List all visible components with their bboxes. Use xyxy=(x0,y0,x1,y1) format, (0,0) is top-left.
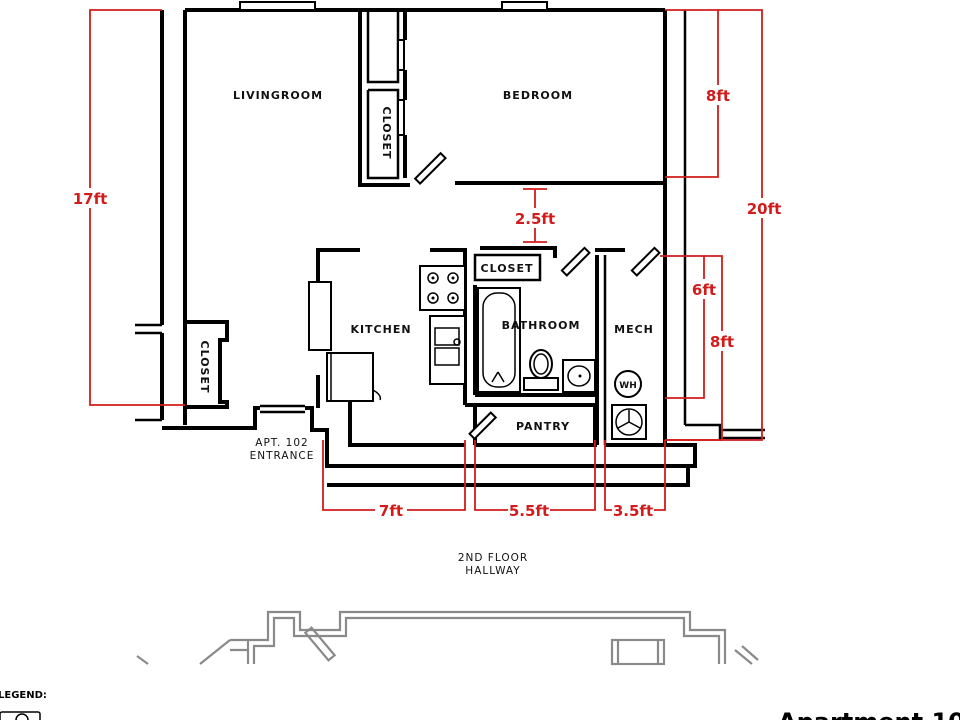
closet-door-a xyxy=(397,39,405,71)
dim-mech-width: 3.5ft xyxy=(613,502,653,520)
adjacent-unit-outline xyxy=(136,610,759,666)
label-closet-bedroom: CLOSET xyxy=(380,107,393,160)
label-closet-hall: CLOSET xyxy=(481,262,534,275)
label-closet-entry: CLOSET xyxy=(198,341,211,394)
legend-icon xyxy=(0,711,41,720)
bathtub-basin xyxy=(482,292,516,388)
tub-faucet xyxy=(491,371,505,383)
page-title: Apartment 102 xyxy=(778,708,960,720)
kitchen-bottom-wall xyxy=(340,398,465,447)
entrance-line2: ENTRANCE xyxy=(250,450,315,462)
south-east-wall xyxy=(327,440,697,487)
sink-basin-2 xyxy=(434,347,460,366)
pantry-walls xyxy=(475,403,597,447)
fan-housing xyxy=(615,408,643,436)
walls xyxy=(135,1,765,487)
east-stub xyxy=(685,423,722,440)
entry-closet-wall xyxy=(183,320,229,409)
toilet-tank xyxy=(523,377,559,391)
doors xyxy=(413,151,661,441)
dim-bath-width-line xyxy=(474,440,596,511)
closet-door-b xyxy=(397,99,405,136)
label-kitchen: KITCHEN xyxy=(350,323,411,336)
label-mech: MECH xyxy=(614,323,654,336)
toilet-seat xyxy=(533,353,549,375)
label-livingroom: LIVINGROOM xyxy=(233,89,323,102)
window-bedroom xyxy=(501,1,548,11)
fridge xyxy=(326,352,374,402)
fan-blades xyxy=(617,410,641,429)
bath-closet-box xyxy=(473,253,542,282)
lower-closet xyxy=(366,88,400,180)
closet-column-outer xyxy=(358,10,410,187)
stove xyxy=(419,265,466,311)
upper-closet xyxy=(366,10,400,84)
bath-sink-drain xyxy=(578,374,582,378)
hallway-line2: HALLWAY xyxy=(465,565,520,577)
stove-burners xyxy=(427,272,459,304)
kitchen-counter xyxy=(308,281,332,351)
dim-kitchen-width-line xyxy=(322,440,466,511)
bathroom-door xyxy=(560,246,591,277)
bedroom-door xyxy=(413,151,447,185)
mech-door xyxy=(630,246,661,277)
sink-basin-1 xyxy=(434,327,460,346)
label-bathroom: BATHROOM xyxy=(502,319,581,332)
dim-right-height-line xyxy=(665,9,763,441)
south-wall-left xyxy=(162,406,260,430)
label-pantry: PANTRY xyxy=(516,420,570,433)
bath-closet-top xyxy=(480,246,557,258)
dim-bath-width: 5.5ft xyxy=(509,502,549,520)
dim-hall-gap: 2.5ft xyxy=(515,210,555,228)
label-bedroom: BEDROOM xyxy=(503,89,573,102)
dim-mech-upper-line xyxy=(660,255,705,399)
dimensions xyxy=(72,9,781,520)
pantry-door xyxy=(468,411,498,441)
dim-kitchen-width: 7ft xyxy=(379,502,403,520)
water-heater xyxy=(614,370,642,398)
dim-mech-lower: 8ft xyxy=(710,333,734,351)
dim-mech-width-line xyxy=(604,440,666,511)
dim-mech-upper: 6ft xyxy=(692,281,716,299)
sink-faucet xyxy=(453,338,461,346)
fixtures xyxy=(308,265,647,440)
window-living xyxy=(239,1,316,11)
fridge-handle xyxy=(372,389,382,401)
bathtub xyxy=(477,287,521,393)
legend-label: LEGEND: xyxy=(0,690,47,701)
south-wall-right xyxy=(305,406,665,468)
dim-right-height: 20ft xyxy=(747,200,782,218)
bath-sink-basin xyxy=(567,365,591,387)
entrance-line1: APT. 102 xyxy=(255,437,308,449)
dim-left-height: 17ft xyxy=(73,190,108,208)
label-water-heater: WH xyxy=(619,381,636,391)
hallway-line1: 2ND FLOOR xyxy=(458,552,528,564)
dim-bedroom-depth: 8ft xyxy=(706,87,730,105)
